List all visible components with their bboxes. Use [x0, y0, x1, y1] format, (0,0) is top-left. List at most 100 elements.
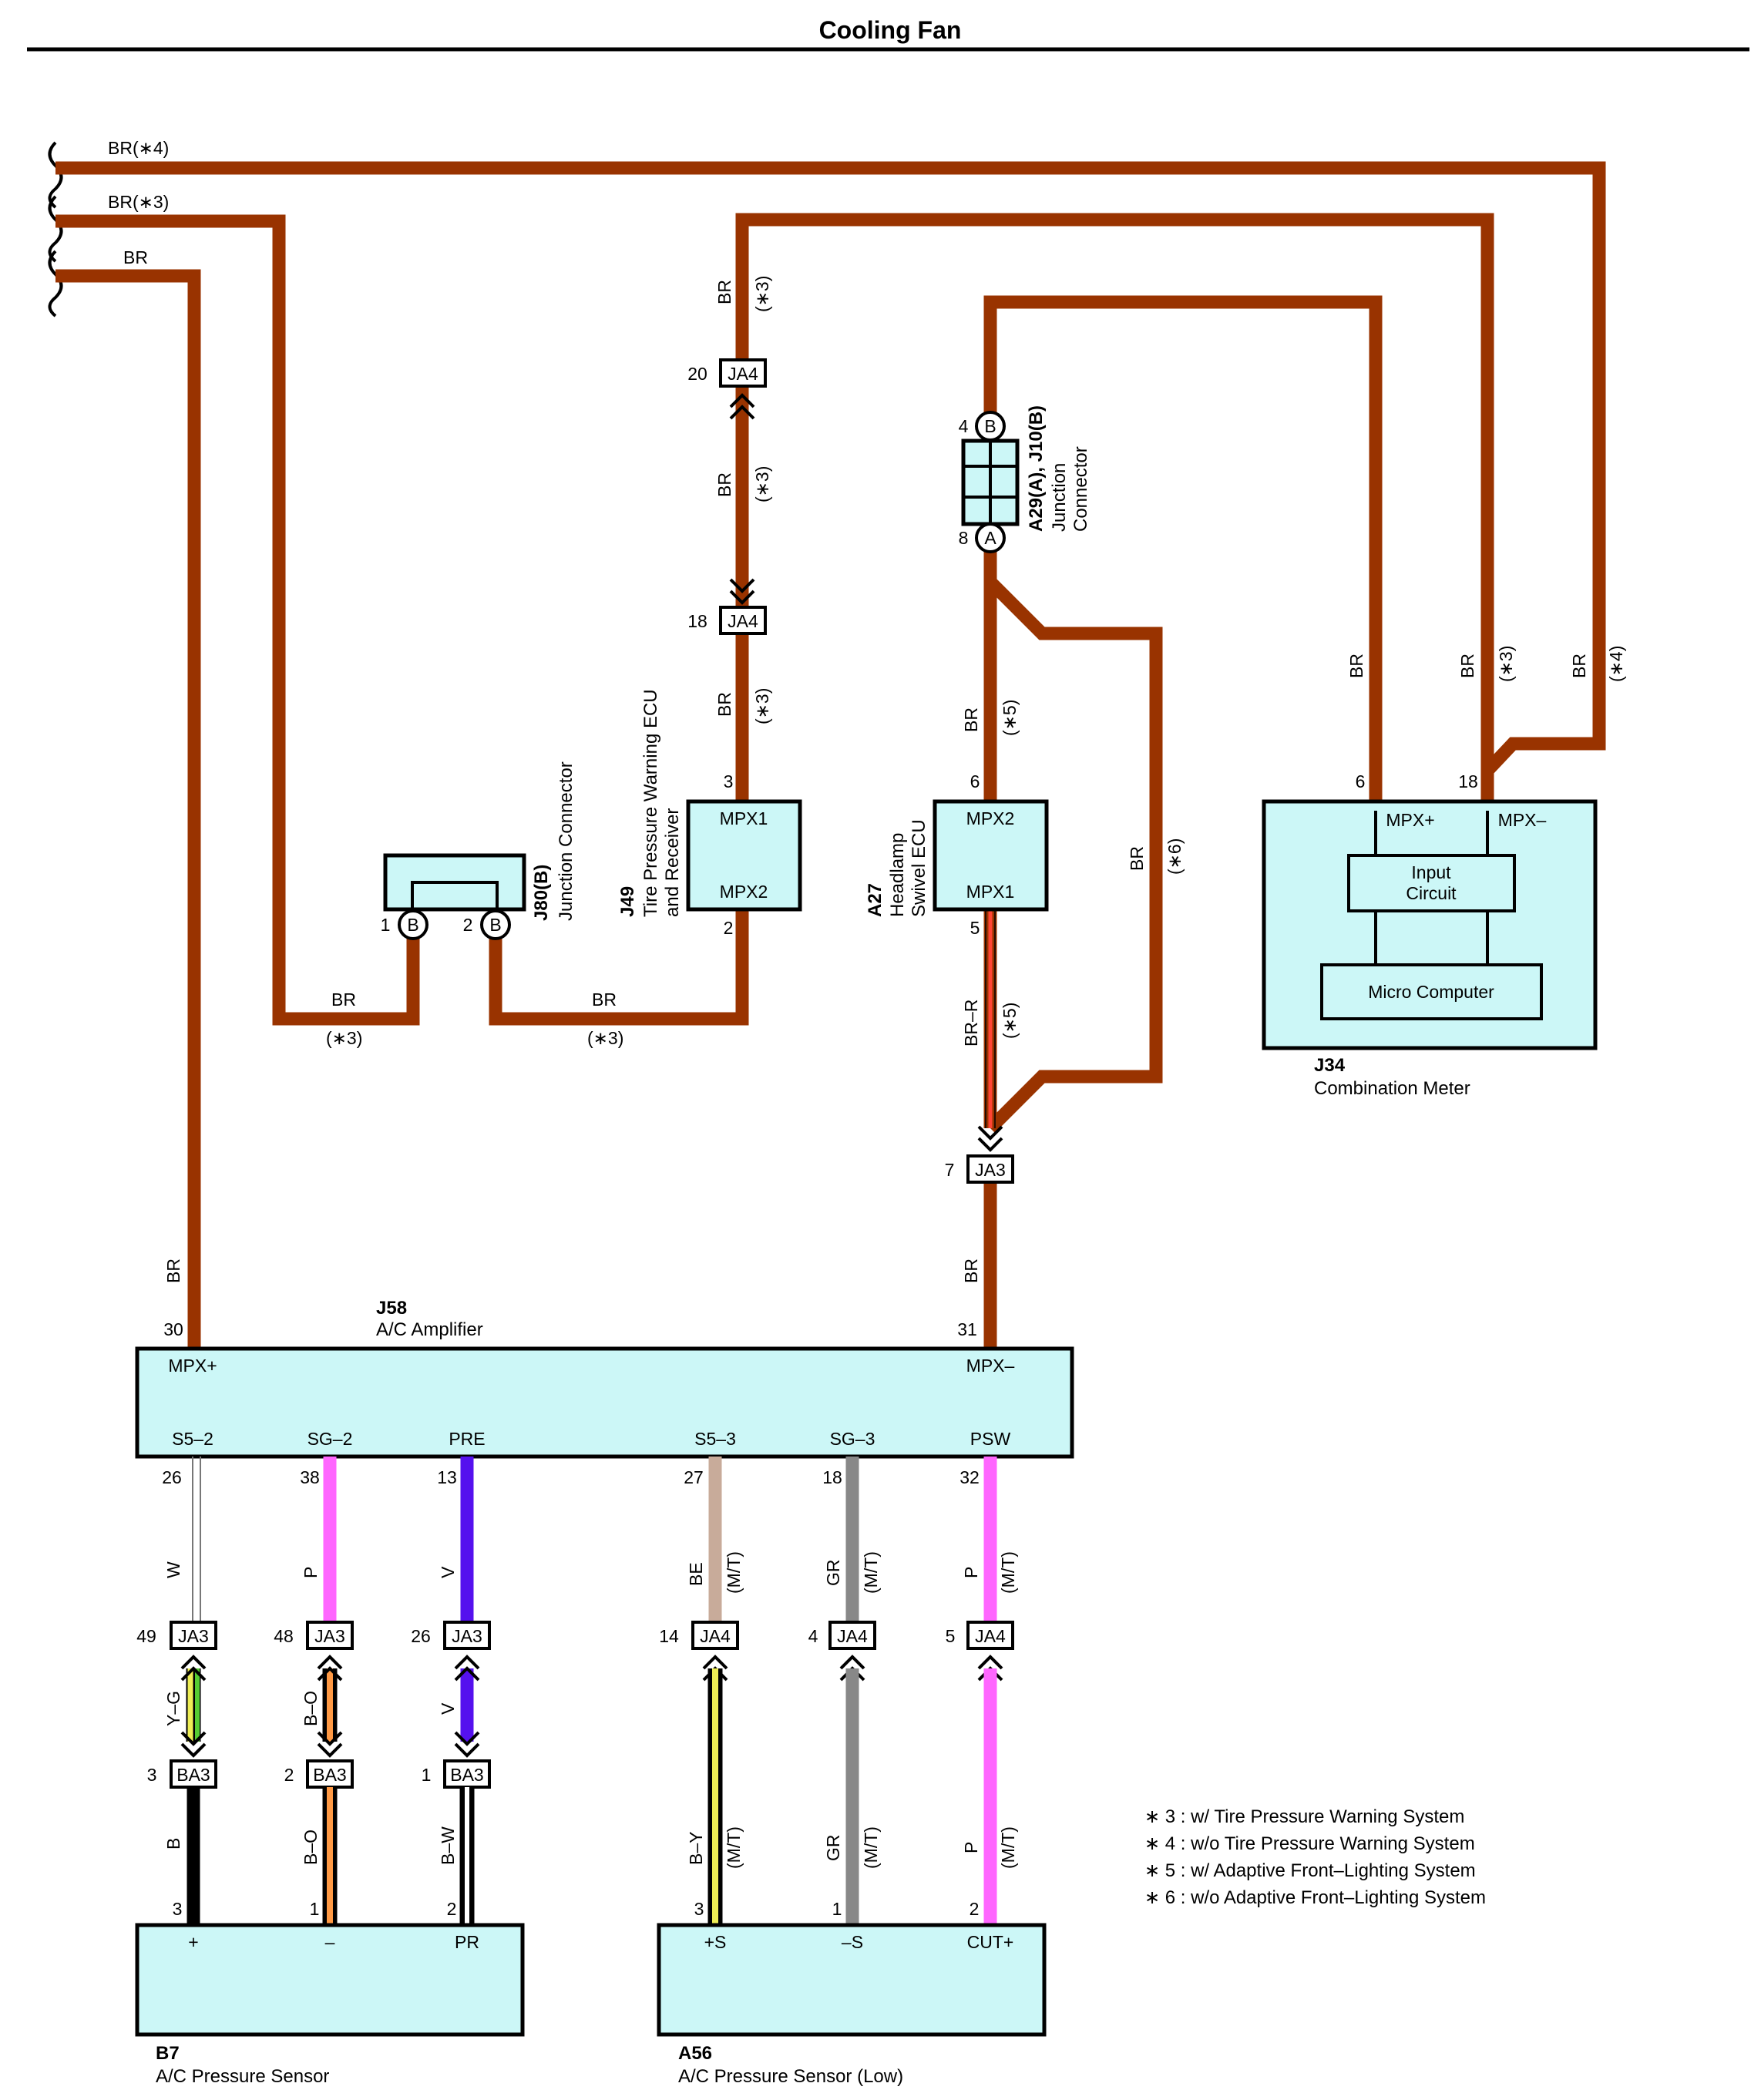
diagram-label: PR	[455, 1932, 479, 1952]
j49-name1: Tire Pressure Warning ECU	[640, 689, 661, 917]
junction-ja3-mid: JA3 7	[945, 1125, 1014, 1184]
diagram-label: B	[489, 915, 501, 935]
wire-note-bypass: (∗6)	[1164, 838, 1185, 875]
diagram-label: SG–2	[308, 1429, 353, 1449]
diagram-label: 18	[687, 611, 707, 631]
diagram-label: (M/T)	[724, 1551, 744, 1594]
diagram-label: JA3	[314, 1626, 345, 1646]
diagram-label: P	[301, 1567, 321, 1578]
wire-note-ja4-b: (∗3)	[752, 466, 772, 502]
diagram-label: –	[325, 1932, 335, 1952]
diagram-label: MPX+	[168, 1356, 217, 1376]
wire-label-br-j80-left: BR	[331, 990, 356, 1010]
diagram-label: +	[188, 1932, 198, 1952]
j34-code: J34	[1314, 1055, 1346, 1076]
diagram-label: JA4	[728, 364, 758, 384]
wire-br3-j80-j49	[489, 909, 749, 1026]
wire-br4	[55, 161, 1606, 805]
diagram-label: 3	[147, 1765, 157, 1785]
page-title: Cooling Fan	[819, 16, 962, 44]
diagram-label: 49	[136, 1626, 156, 1646]
junction-ja4-top: JA4 20	[687, 358, 767, 420]
input-circuit-block	[1347, 854, 1516, 912]
component-b7: 3 1 2 + – PR B7 A/C Pressure Sensor	[135, 1899, 525, 2087]
component-a29-j10: B 4 A 8 A29(A), J10(B) Junction Connecto…	[959, 405, 1091, 553]
diagram-label: GR	[823, 1560, 843, 1587]
micro-computer-block	[1320, 963, 1543, 1020]
diagram-label: Micro Computer	[1368, 982, 1494, 1002]
wire-label-br4-j34: BR	[1569, 654, 1589, 678]
wire-break-marks	[48, 141, 63, 318]
component-j34: MPX+ MPX– 6 18 Input Circuit Micro Compu…	[1262, 771, 1598, 1099]
diagram-label: MPX1	[720, 808, 768, 828]
diagram-label: BA3	[450, 1765, 483, 1785]
diagram-label: GR	[823, 1835, 843, 1862]
diagram-label: CUT+	[967, 1932, 1014, 1952]
diagram-label: JA3	[975, 1160, 1006, 1180]
diagram-label: 13	[437, 1467, 457, 1487]
diagram-label: 5	[946, 1626, 956, 1646]
junction-row-ba3: BA3 3 BA3 2 BA3 1	[147, 1759, 491, 1789]
diagram-label: 5	[970, 918, 980, 938]
diagram-label: P	[961, 1842, 981, 1853]
j80-name: Junction Connector	[556, 761, 576, 921]
junction-ja4-mid: JA4 18	[687, 578, 767, 635]
diagram-label: JA4	[728, 611, 758, 631]
vertical-wire-labels: BR (∗3) BR (∗3) BR (∗3) BR (∗5) BR–R (∗5…	[163, 276, 1626, 1283]
diagram-label: 27	[684, 1467, 704, 1487]
j58-name: A/C Amplifier	[376, 1319, 483, 1340]
component-j80: B B 1 2 J80(B) Junction Connector	[381, 761, 576, 940]
component-j49: MPX1 MPX2 3 2 J49 Tire Pressure Warning …	[617, 689, 802, 938]
wire-note-j80-left: (∗3)	[326, 1028, 362, 1048]
a27-name1: Headlamp	[887, 833, 908, 917]
wire-note-a27: (∗5)	[1000, 700, 1020, 736]
component-a56: 3 1 2 +S –S CUT+ A56 A/C Pressure Sensor…	[657, 1899, 1047, 2087]
diagram-label: 26	[411, 1626, 431, 1646]
diagram-label: JA4	[700, 1626, 731, 1646]
diagram-label: MPX–	[966, 1356, 1015, 1376]
diagram-label: B–W	[438, 1826, 458, 1865]
diagram-label: B–O	[301, 1691, 321, 1726]
wire-label-br-bypass: BR	[1127, 846, 1147, 871]
j80-code: J80(B)	[531, 865, 552, 921]
j58-code: J58	[376, 1298, 407, 1319]
diagram-label: BA3	[313, 1765, 346, 1785]
diagram-label: 38	[300, 1467, 320, 1487]
diagram-label: 31	[957, 1319, 977, 1339]
legend: ∗ 3 : w/ Tire Pressure Warning System ∗ …	[1144, 1806, 1486, 1908]
wire-br6-bypass	[985, 576, 1163, 1134]
wire-label-br-j49: BR	[714, 692, 734, 717]
diagram-label: V	[438, 1566, 458, 1578]
diagram-label: 18	[1458, 771, 1478, 791]
wire-note-j34-18: (∗3)	[1496, 646, 1516, 682]
diagram-label: 1	[381, 915, 391, 935]
wire-label-br-top: BR	[123, 247, 148, 267]
diagram-label: MPX+	[1386, 810, 1434, 830]
junction-row-ja3: JA3 49 JA3 48 JA3 26	[136, 1621, 491, 1650]
diagram-label: 1	[310, 1899, 320, 1919]
wire-note-brr: (∗5)	[1000, 1003, 1020, 1039]
diagram-label: S5–2	[172, 1429, 213, 1449]
diagram-label: MPX–	[1498, 810, 1547, 830]
wire-br-a29-j34	[983, 295, 1383, 805]
wire-label-br-left: BR	[163, 1258, 183, 1283]
legend-item-4: ∗ 4 : w/o Tire Pressure Warning System	[1144, 1833, 1475, 1854]
diagram-label: Y–G	[163, 1691, 183, 1726]
diagram-label: MPX2	[966, 808, 1015, 828]
diagram-label: 18	[822, 1467, 842, 1487]
diagram-label: (M/T)	[861, 1551, 881, 1594]
diagram-label: B–O	[301, 1830, 321, 1865]
wire-label-br4: BR(∗4)	[108, 138, 169, 158]
diagram-label: 14	[659, 1626, 679, 1646]
diagram-label: 2	[447, 1899, 457, 1919]
diagram-label: JA4	[837, 1626, 868, 1646]
diagram-label: 2	[284, 1765, 294, 1785]
b7-wires: B B–O B–W	[163, 1787, 475, 1925]
diagram-label: 2	[724, 918, 734, 938]
diagram-label: P	[961, 1567, 981, 1578]
diagram-label: PSW	[970, 1429, 1011, 1449]
wire-note-j80-right: (∗3)	[587, 1028, 623, 1048]
diagram-label: JA3	[452, 1626, 482, 1646]
diagram-label: (M/T)	[724, 1826, 744, 1869]
